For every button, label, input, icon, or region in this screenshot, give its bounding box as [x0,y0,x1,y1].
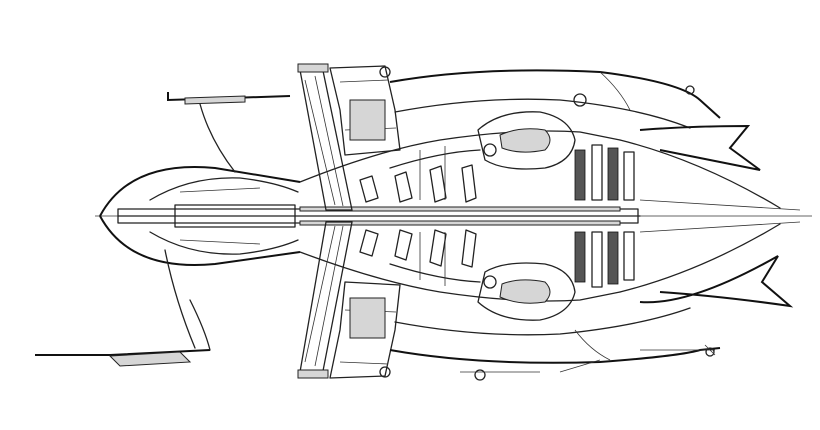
combustor-upper [477,111,576,170]
mount-fittings [460,85,716,381]
bypass-duct-lower [389,307,721,364]
accessory-gearbox-upper [329,65,401,156]
combustor-lower [477,262,576,321]
compressor-stages-upper [359,164,477,203]
turbine-stages-lower [574,231,635,288]
compressor-stages-lower [359,229,477,268]
exhaust-nozzle-lower [639,255,794,308]
inlet-nacelle [35,92,291,367]
fan-blade-lower [297,221,353,379]
accessory-gearbox-lower [329,281,401,379]
bypass-duct-upper [389,69,721,129]
spinner-cone [99,166,301,266]
main-shaft [95,204,812,228]
fan-blade-upper [297,63,353,211]
turbine-stages-upper [574,144,635,201]
exhaust-plug [619,139,801,293]
exhaust-nozzle-upper [639,124,761,171]
